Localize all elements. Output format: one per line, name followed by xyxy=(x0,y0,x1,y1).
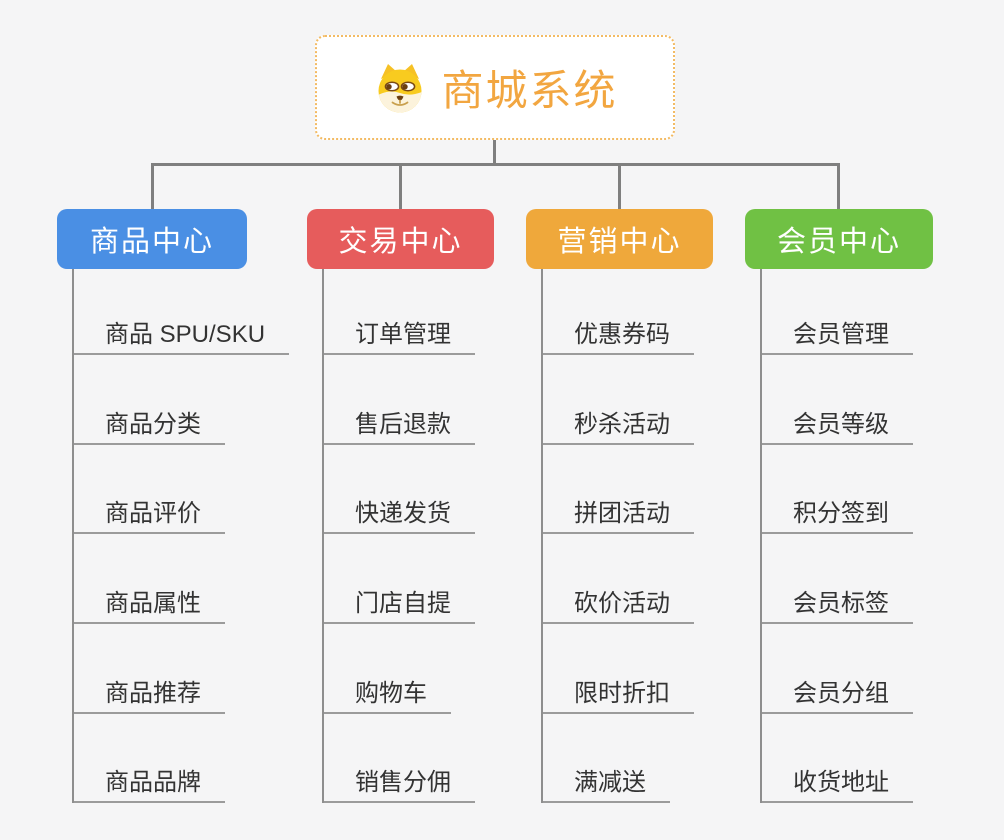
root-topic[interactable]: 商城系统 xyxy=(315,35,675,140)
branch-marketing-center[interactable]: 营销中心 xyxy=(526,209,713,269)
branch-trade-center[interactable]: 交易中心 xyxy=(307,209,494,269)
child-topic-product-recommend[interactable]: 商品推荐 xyxy=(72,680,225,714)
child-topic-bargain-activity[interactable]: 砍价活动 xyxy=(541,591,694,625)
doge-face-icon xyxy=(378,63,422,112)
child-topic-member-tags[interactable]: 会员标签 xyxy=(760,591,913,625)
root-topic-title: 商城系统 xyxy=(441,67,618,114)
connector-rail xyxy=(151,163,840,166)
child-topic-product-brand[interactable]: 商品品牌 xyxy=(72,770,225,804)
child-topic-points-checkin[interactable]: 积分签到 xyxy=(760,501,913,535)
child-topic-store-pickup[interactable]: 门店自提 xyxy=(322,591,475,625)
child-topic-member-management[interactable]: 会员管理 xyxy=(760,322,913,355)
child-topic-member-level[interactable]: 会员等级 xyxy=(760,411,913,445)
child-topic-shopping-cart[interactable]: 购物车 xyxy=(322,680,451,714)
member-children-list: 会员管理 会员等级 积分签到 会员标签 会员分组 收货地址 xyxy=(760,269,913,804)
product-children-list: 商品 SPU/SKU 商品分类 商品评价 商品属性 商品推荐 商品品牌 xyxy=(72,269,290,804)
child-topic-member-groups[interactable]: 会员分组 xyxy=(760,680,913,714)
branch-member-center[interactable]: 会员中心 xyxy=(745,209,933,269)
marketing-children-list: 优惠券码 秒杀活动 拼团活动 砍价活动 限时折扣 满减送 xyxy=(541,269,694,804)
child-topic-limited-time-discount[interactable]: 限时折扣 xyxy=(541,680,694,714)
child-topic-order-management[interactable]: 订单管理 xyxy=(322,322,475,355)
child-topic-flash-sale[interactable]: 秒杀活动 xyxy=(541,411,694,445)
child-topic-group-buy[interactable]: 拼团活动 xyxy=(541,501,694,535)
connector-drop-member xyxy=(837,166,840,210)
child-topic-sales-commission[interactable]: 销售分佣 xyxy=(322,770,475,804)
child-topic-product-spu-sku[interactable]: 商品 SPU/SKU xyxy=(72,322,290,355)
connector-drop-trade xyxy=(399,166,402,210)
child-topic-product-category[interactable]: 商品分类 xyxy=(72,411,225,445)
child-topic-coupon-code[interactable]: 优惠券码 xyxy=(541,322,694,355)
trade-children-list: 订单管理 售后退款 快递发货 门店自提 购物车 销售分佣 xyxy=(322,269,475,804)
child-topic-product-review[interactable]: 商品评价 xyxy=(72,501,225,535)
child-topic-full-reduction[interactable]: 满减送 xyxy=(541,770,670,804)
connector-drop-marketing xyxy=(618,166,621,210)
child-topic-shipping-address[interactable]: 收货地址 xyxy=(760,770,913,804)
child-topic-product-attribute[interactable]: 商品属性 xyxy=(72,591,225,625)
child-topic-aftersale-refund[interactable]: 售后退款 xyxy=(322,411,475,445)
connector-root-stub xyxy=(493,139,496,166)
connector-drop-product xyxy=(151,166,154,210)
child-topic-express-delivery[interactable]: 快递发货 xyxy=(322,501,475,535)
branch-product-center[interactable]: 商品中心 xyxy=(57,209,247,269)
